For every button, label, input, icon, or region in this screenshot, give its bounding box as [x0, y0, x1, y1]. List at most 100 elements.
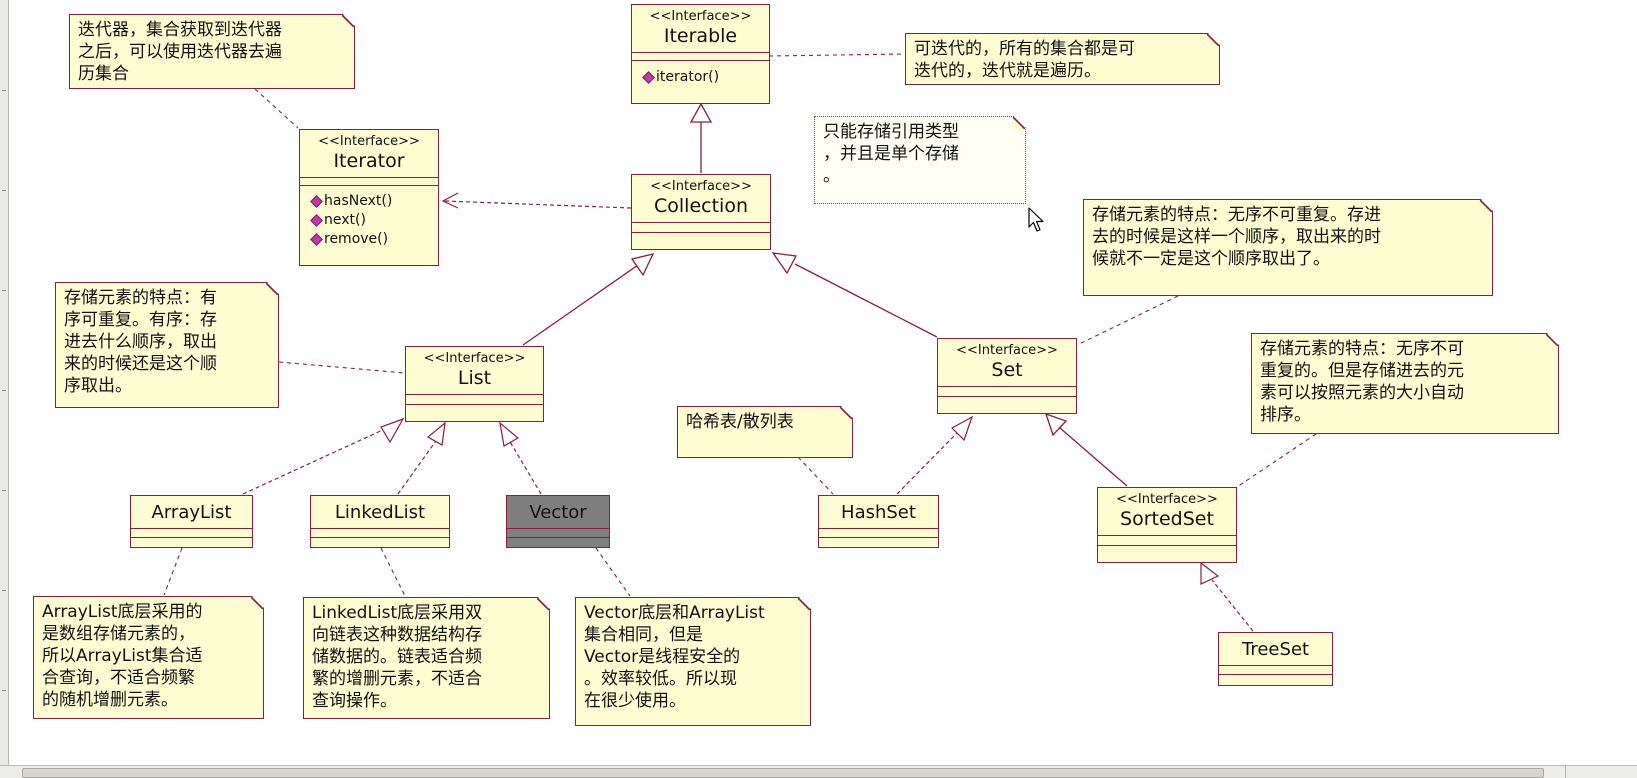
- note-line: 排序。: [1260, 405, 1311, 425]
- list-triangle-3: [499, 421, 520, 447]
- note-line: 是数组存储元素的，: [42, 624, 195, 644]
- set-triangle-left: [951, 415, 974, 442]
- list-triangle-2: [426, 421, 446, 446]
- note-line: 向链表这种数据结构存: [312, 625, 482, 645]
- sortedset-note-anchor: [1236, 433, 1317, 488]
- note-line: 候就不一定是这个顺序取出了。: [1092, 249, 1330, 269]
- iterator-arrowhead: [441, 192, 459, 209]
- sortedset-name: SortedSet: [1120, 508, 1214, 530]
- note-linkedlist[interactable]: LinkedList底层采用双 向链表这种数据结构存 储数据的。链表适合频 繁的…: [303, 597, 550, 719]
- class-sortedset[interactable]: <<Interface>> SortedSet: [1097, 487, 1237, 563]
- arraylist-name: ArrayList: [151, 502, 232, 523]
- note-fold: [1207, 34, 1219, 46]
- vector-name: Vector: [529, 502, 587, 523]
- operation-icon: [642, 71, 655, 84]
- set-note-anchor: [1072, 295, 1179, 348]
- iterable-note-anchor: [768, 53, 906, 57]
- note-line: 序取出。: [64, 376, 132, 396]
- note-line: 哈希表/散列表: [686, 412, 794, 432]
- set-triangle-right: [1044, 412, 1068, 437]
- iterator-note-anchor: [254, 88, 299, 129]
- class-set[interactable]: <<Interface>> Set: [937, 338, 1077, 414]
- note-line: 存储元素的特点：无序不可: [1260, 339, 1464, 359]
- note-line: 查询操作。: [312, 691, 397, 711]
- note-set[interactable]: 存储元素的特点：无序不可重复。存进 去的时候是这样一个顺序，取出来的时 候就不一…: [1083, 199, 1493, 296]
- hashset-name: HashSet: [841, 502, 916, 523]
- list-name: List: [457, 367, 492, 389]
- note-line: 重复的。但是存储进去的元: [1260, 361, 1464, 381]
- note-sortedset[interactable]: 存储元素的特点：无序不可 重复的。但是存储进去的元 素可以按照元素的大小自动 排…: [1251, 333, 1559, 434]
- iterator-stereotype: <<Interface>>: [318, 134, 420, 149]
- op-iterator: iterator(): [642, 68, 769, 87]
- sortedset-set-edge: [1059, 427, 1128, 487]
- note-vector[interactable]: Vector底层和ArrayList 集合相同，但是 Vector是线程安全的 …: [575, 597, 811, 726]
- class-treeset[interactable]: TreeSet: [1218, 632, 1333, 686]
- iterable-name: Iterable: [663, 25, 738, 47]
- note-line: Vector是线程安全的: [584, 647, 741, 667]
- note-fold: [1013, 117, 1025, 129]
- note-fold: [840, 407, 852, 419]
- collection-triangle-left: [630, 253, 655, 277]
- class-vector[interactable]: Vector: [506, 495, 610, 548]
- class-hashset[interactable]: HashSet: [818, 495, 939, 548]
- note-line: 来的时候还是这个顺: [64, 354, 217, 374]
- class-arraylist[interactable]: ArrayList: [130, 495, 253, 548]
- operation-icon: [310, 214, 323, 227]
- note-line: 迭代的，迭代就是遍历。: [914, 61, 1101, 81]
- note-arraylist[interactable]: ArrayList底层采用的 是数组存储元素的， 所以ArrayList集合适 …: [33, 596, 264, 719]
- iterator-name: Iterator: [333, 150, 405, 172]
- note-collection[interactable]: 只能存储引用类型 ，并且是单个存储 。: [814, 116, 1026, 204]
- iterable-triangle: [689, 102, 713, 123]
- linkedlist-list-edge: [397, 437, 439, 495]
- vector-note-anchor: [595, 547, 631, 597]
- mouse-cursor-icon: [1028, 207, 1044, 232]
- note-fold: [251, 597, 263, 609]
- note-line: 。效率较低。所以现: [584, 669, 737, 689]
- note-fold: [1480, 200, 1492, 212]
- list-triangle-1: [380, 417, 405, 444]
- note-line: 存储元素的特点：无序不可重复。存进: [1092, 205, 1381, 225]
- note-fold: [798, 598, 810, 610]
- note-fold: [537, 598, 549, 610]
- note-line: 进去什么顺序，取出: [64, 332, 217, 352]
- class-collection[interactable]: <<Interface>> Collection: [631, 174, 771, 250]
- arraylist-list-edge: [242, 427, 388, 495]
- op-next: next(): [310, 211, 438, 230]
- sortedset-stereotype: <<Interface>>: [1116, 492, 1218, 507]
- list-collection-edge: [522, 262, 642, 346]
- note-line: 所以ArrayList集合适: [42, 646, 203, 666]
- note-line: ArrayList底层采用的: [42, 602, 203, 622]
- iterable-stereotype: <<Interface>>: [649, 9, 752, 24]
- collection-name: Collection: [654, 195, 748, 217]
- note-line: 迭代器，集合获取到迭代器: [78, 20, 282, 40]
- treeset-sortedset-edge: [1211, 579, 1254, 632]
- note-fold: [342, 15, 354, 27]
- note-line: 储数据的。链表适合频: [312, 647, 482, 667]
- class-iterator[interactable]: <<Interface>> Iterator hasNext() next() …: [299, 129, 439, 266]
- class-linkedlist[interactable]: LinkedList: [310, 495, 450, 548]
- hashset-set-edge: [896, 431, 959, 495]
- note-line: 去的时候是这样一个顺序，取出来的时: [1092, 227, 1381, 247]
- set-collection-edge: [794, 263, 938, 338]
- note-line: Vector底层和ArrayList: [584, 603, 765, 623]
- note-line: 之后，可以使用迭代器去遍: [78, 42, 282, 62]
- treeset-name: TreeSet: [1241, 639, 1310, 660]
- note-line: 只能存储引用类型: [823, 122, 959, 142]
- horizontal-scrollbar[interactable]: [0, 765, 1637, 778]
- note-iterable[interactable]: 可迭代的，所有的集合都是可 迭代的，迭代就是遍历。: [905, 33, 1220, 85]
- op-remove: remove(): [310, 230, 438, 249]
- set-name: Set: [991, 359, 1023, 381]
- collection-stereotype: <<Interface>>: [650, 179, 752, 194]
- note-iterator[interactable]: 迭代器，集合获取到迭代器 之后，可以使用迭代器去遍 历集合: [69, 14, 355, 89]
- note-line: ，并且是单个存储: [823, 144, 959, 164]
- class-list[interactable]: <<Interface>> List: [405, 346, 544, 422]
- collection-triangle-right: [771, 252, 798, 275]
- note-hash[interactable]: 哈希表/散列表: [677, 406, 853, 458]
- note-line: 可迭代的，所有的集合都是可: [914, 39, 1135, 59]
- vector-list-edge: [508, 439, 542, 495]
- class-iterable[interactable]: <<Interface>> Iterable iterator(): [631, 4, 770, 104]
- left-ruler: [0, 0, 9, 777]
- arraylist-note-anchor: [163, 547, 183, 596]
- note-line: 存储元素的特点：有: [64, 288, 217, 308]
- note-list[interactable]: 存储元素的特点：有 序可重复。有序：存 进去什么顺序，取出 来的时候还是这个顺 …: [55, 282, 279, 408]
